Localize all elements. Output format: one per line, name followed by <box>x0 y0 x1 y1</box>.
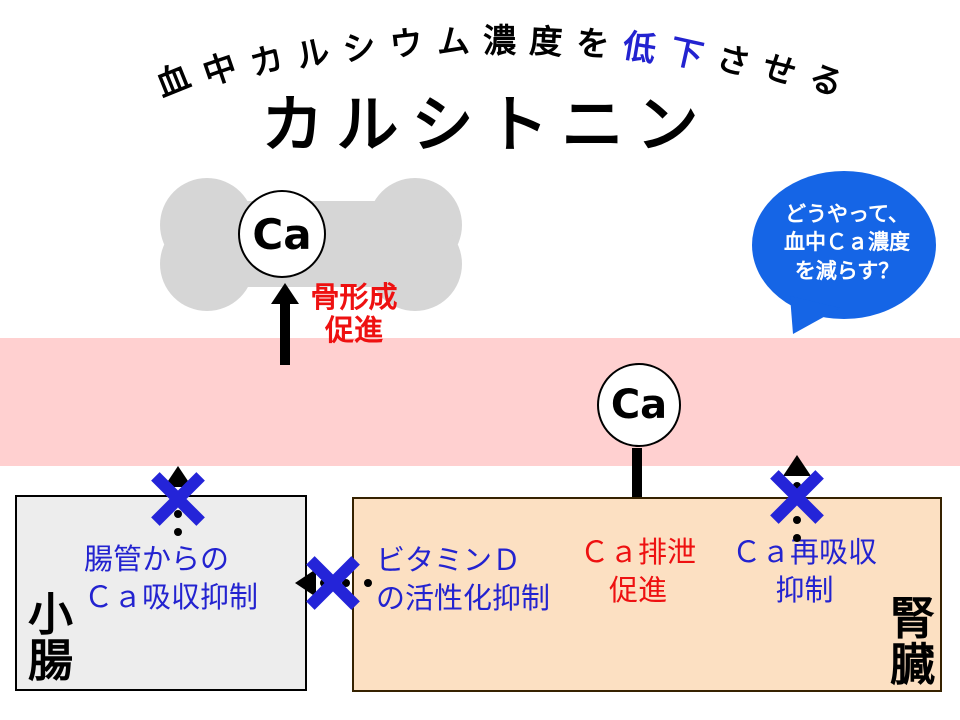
intestine-organ-label: 小 腸 <box>28 588 74 688</box>
intestine-box <box>15 495 307 691</box>
dotted-arrow-head <box>783 455 811 476</box>
reabsorption-text: Ｃａ再吸収 抑制 <box>731 535 877 607</box>
speech-bubble-tail <box>790 296 840 334</box>
arrow-dot <box>793 534 801 542</box>
arrow-down-shaft <box>632 448 642 512</box>
arc-heading-char: を <box>574 22 612 65</box>
block-x-icon <box>154 475 202 523</box>
block-x-icon <box>773 473 821 521</box>
arrow-up-head <box>271 283 299 304</box>
intestine-action-text: 腸管からの Ｃａ吸収抑制 <box>84 542 259 614</box>
arrow-up-shaft <box>280 302 290 365</box>
arc-heading-char: 度 <box>528 20 564 62</box>
blood-band <box>0 338 960 466</box>
arc-heading-char: ル <box>292 30 334 77</box>
arrow-dot <box>174 528 182 536</box>
page-title: カルシトニン <box>261 88 712 161</box>
excretion-text: Ｃａ排泄 促進 <box>579 535 696 607</box>
vitamin-d-text: ビタミンＤ の活性化抑制 <box>376 543 551 615</box>
arc-heading-char: 濃 <box>483 21 517 60</box>
block-x-icon <box>309 559 357 607</box>
arc-heading-char: シ <box>340 25 380 70</box>
kidney-organ-label: 腎 臓 <box>890 592 936 692</box>
kidney-box <box>352 497 942 692</box>
calcium-label: Ca <box>252 209 312 259</box>
arc-heading-char: 下 <box>665 30 707 77</box>
calcium-badge-blood: Ca <box>597 363 681 447</box>
arc-heading: 血中カルシウム濃度を低下させる <box>0 0 960 110</box>
calcium-label: Ca <box>610 382 668 428</box>
arrow-dot <box>364 579 372 587</box>
calcium-badge-bone: Ca <box>238 190 326 278</box>
arc-heading-char: ウ <box>387 22 425 65</box>
speech-bubble-text: どうやって、 血中Ｃａ濃度 を減らす？ <box>784 202 910 283</box>
arc-heading-char: 低 <box>620 25 660 70</box>
arc-heading-char: ム <box>435 20 471 62</box>
speech-bubble <box>752 171 936 334</box>
speech-bubble-body <box>752 171 936 319</box>
bone-formation-caption: 骨形成 促進 <box>310 280 398 348</box>
